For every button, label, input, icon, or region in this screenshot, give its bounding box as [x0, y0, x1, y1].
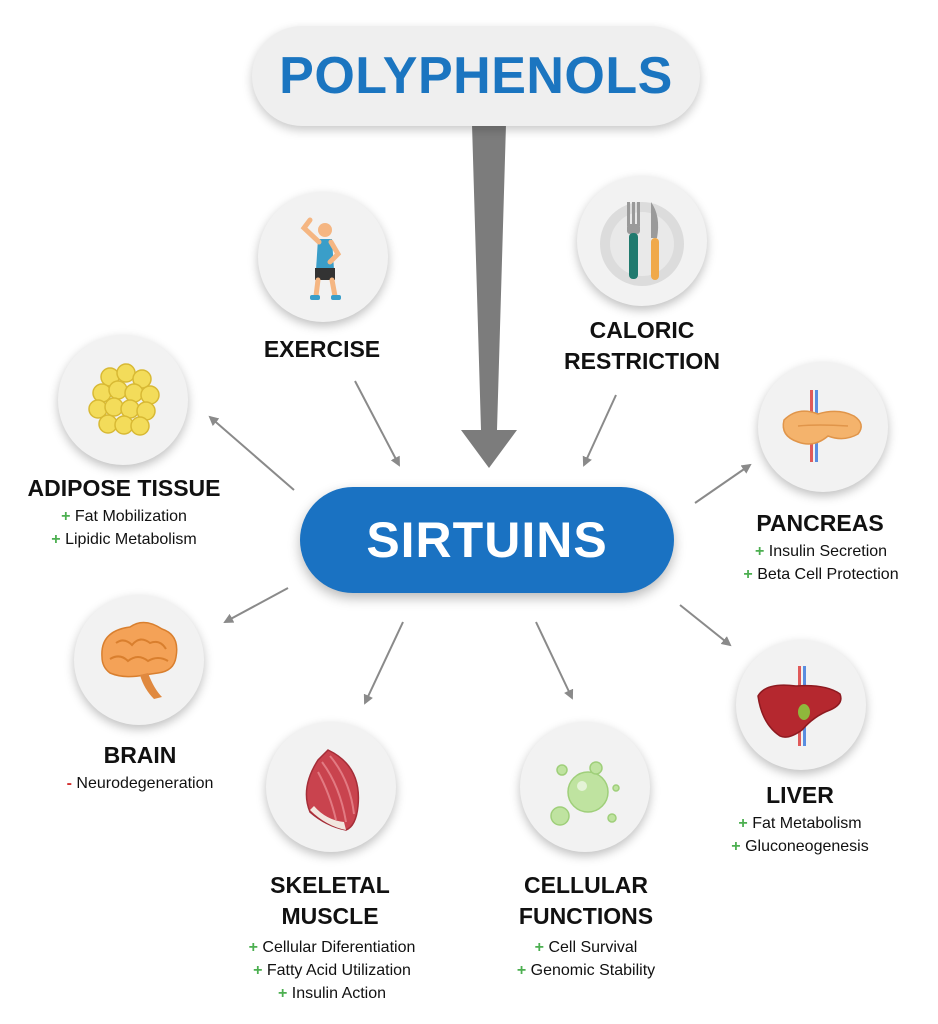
arrow-pancreas	[694, 463, 752, 504]
caloric-label-line2: RESTRICTION	[564, 348, 720, 374]
polyphenols-title: POLYPHENOLS	[279, 47, 673, 105]
skeletal-label-line2: MUSCLE	[281, 903, 379, 929]
skeletal-item: + Cellular Diferentiation	[248, 939, 416, 956]
muscle-icon	[266, 722, 396, 852]
cellular-functions-label: CELLULAR FUNCTIONS	[486, 870, 686, 932]
polyphenols-box: POLYPHENOLS	[252, 26, 700, 126]
cellular-item: + Cell Survival	[534, 939, 638, 956]
brain-icon	[74, 595, 204, 725]
stretching-person-icon	[258, 192, 388, 322]
liver-item: + Fat Metabolism	[738, 815, 862, 832]
cell-bubbles-icon	[520, 722, 650, 852]
liver-items: + Fat Metabolism + Gluconeogenesis	[700, 812, 900, 858]
pancreas-item: + Beta Cell Protection	[743, 566, 899, 583]
polyphenols-arrow	[461, 124, 517, 468]
skeletal-muscle-label: SKELETAL MUSCLE	[230, 870, 430, 932]
arrow-adipose	[208, 415, 295, 491]
caloric-restriction-label: CALORIC RESTRICTION	[532, 315, 752, 377]
adipose-item: + Lipidic Metabolism	[51, 531, 197, 548]
arrow-brain	[223, 587, 289, 623]
liver-label: LIVER	[766, 782, 834, 808]
cellular-item: + Genomic Stability	[516, 962, 656, 979]
cellular-items: + Cell Survival + Genomic Stability	[480, 936, 692, 982]
brain-items: - Neurodegeneration	[40, 772, 240, 795]
skeletal-items: + Cellular Diferentiation + Fatty Acid U…	[214, 936, 450, 1005]
liver-item: + Gluconeogenesis	[731, 838, 869, 855]
arrow-skeletal	[363, 621, 404, 705]
arrow-exercise	[354, 380, 400, 467]
sirtuins-title: SIRTUINS	[366, 512, 608, 568]
exercise-label: EXERCISE	[263, 336, 381, 362]
pancreas-items: + Insulin Secretion + Beta Cell Protecti…	[716, 540, 926, 586]
pancreas-label: PANCREAS	[756, 510, 884, 536]
arrow-caloric	[582, 394, 617, 467]
skeletal-label-line1: SKELETAL	[270, 872, 390, 898]
adipose-item: + Fat Mobilization	[61, 508, 187, 525]
skeletal-item: + Insulin Action	[277, 985, 387, 1002]
pancreas-item: + Insulin Secretion	[754, 543, 888, 560]
brain-item: - Neurodegeneration	[66, 775, 214, 792]
brain-label: BRAIN	[103, 742, 177, 768]
skeletal-item: + Fatty Acid Utilization	[253, 962, 411, 979]
cellular-label-line1: CELLULAR	[524, 872, 648, 898]
plate-fork-knife-icon	[577, 176, 707, 306]
adipose-items: + Fat Mobilization + Lipidic Metabolism	[14, 505, 234, 551]
adipose-tissue-label: ADIPOSE TISSUE	[27, 475, 221, 501]
liver-icon	[736, 640, 866, 770]
cellular-label-line2: FUNCTIONS	[518, 903, 654, 929]
fat-cells-icon	[58, 335, 188, 465]
arrow-liver	[679, 604, 732, 647]
caloric-label-line1: CALORIC	[589, 317, 695, 343]
arrow-cellular	[535, 621, 574, 700]
pancreas-icon	[758, 362, 888, 492]
sirtuins-box: SIRTUINS	[300, 487, 674, 593]
